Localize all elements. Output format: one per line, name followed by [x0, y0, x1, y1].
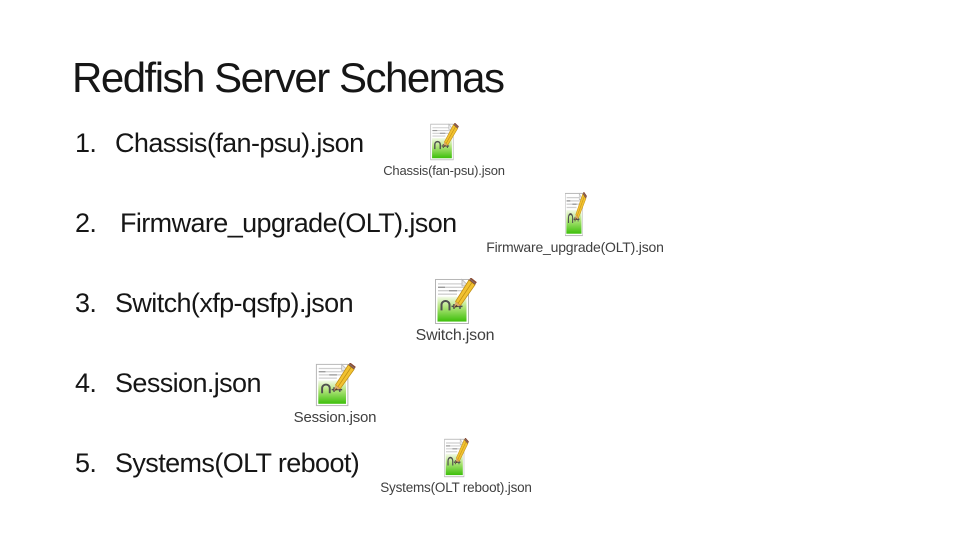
list-item: 2. Firmware_upgrade(OLT).json — [75, 207, 457, 239]
file-icon-figure: Systems(OLT reboot).json — [336, 438, 576, 495]
file-icon-caption: Systems(OLT reboot).json — [380, 480, 532, 495]
file-icon-figure: Firmware_upgrade(OLT).json — [455, 192, 695, 255]
notepad-plus-plus-file-icon[interactable] — [443, 438, 469, 478]
list-item-number: 4. — [75, 368, 97, 398]
file-icon-caption: Session.json — [293, 409, 377, 426]
file-icon-caption: Switch.json — [415, 327, 495, 344]
list-item-label: Session.json — [115, 368, 261, 398]
file-icon-caption: Firmware_upgrade(OLT).json — [486, 239, 664, 255]
notepad-plus-plus-file-icon[interactable] — [564, 192, 587, 237]
list-item-number: 3. — [75, 288, 97, 318]
list-item: 3. Switch(xfp-qsfp).json — [75, 287, 354, 319]
list-item: 1. Chassis(fan-psu).json — [75, 127, 364, 159]
file-icon-caption: Chassis(fan-psu).json — [383, 163, 505, 178]
file-icon-figure: Chassis(fan-psu).json — [324, 123, 564, 178]
file-icon-figure: Switch.json — [335, 278, 575, 345]
list-item-label: Firmware_upgrade(OLT).json — [120, 208, 457, 238]
list-item-number: 5. — [75, 448, 97, 478]
list-item-number: 1. — [75, 128, 97, 158]
file-icon-figure: Session.json — [215, 363, 455, 426]
list-item: 5. Systems(OLT reboot) — [75, 447, 360, 479]
notepad-plus-plus-file-icon[interactable] — [433, 278, 477, 325]
notepad-plus-plus-file-icon[interactable] — [314, 363, 356, 407]
list-item-number: 2. — [75, 208, 97, 238]
list-item-label: Switch(xfp-qsfp).json — [115, 288, 354, 318]
list-item-label: Chassis(fan-psu).json — [115, 128, 364, 158]
slide-title: Redfish Server Schemas — [72, 54, 505, 101]
list-item-label: Systems(OLT reboot) — [115, 448, 360, 478]
notepad-plus-plus-file-icon[interactable] — [429, 123, 459, 161]
list-item: 4. Session.json — [75, 367, 261, 399]
